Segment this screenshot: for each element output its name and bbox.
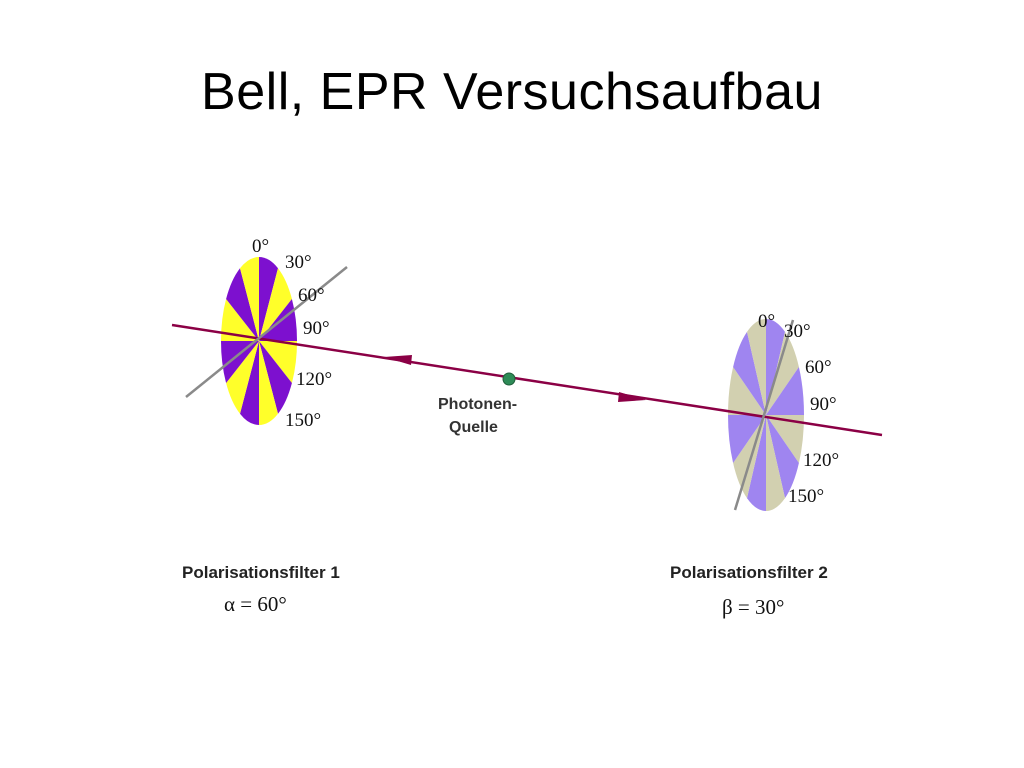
photon-source-label-line2: Quelle [449,419,498,436]
filter-2-sector [766,331,799,415]
filter-1-sector [221,299,259,341]
photon-source-dot [502,372,516,386]
filter-1-sector [226,341,259,414]
filter-1-sector [259,341,297,383]
filter-1-polarizer-axis [185,266,348,398]
filter-1-tick-60: 60° [298,285,325,306]
filter-2-tick-60: 60° [805,357,832,378]
filter-1-caption: Polarisationsfilter 1 [182,563,340,582]
polarization-filter-2-disc [728,319,804,511]
filter-1-tick-90: 90° [303,318,330,339]
filter-2-tick-150: 150° [788,486,824,507]
filter-1-tick-120: 120° [296,369,332,390]
filter-2-sector [733,331,766,415]
beam-arrow-left [384,355,412,365]
filter-2-sector [766,415,804,463]
photon-source-label-line1: Photonen- [438,396,517,413]
filter-2-tick-120: 120° [803,450,839,471]
filter-1-tick-30: 30° [285,252,312,273]
filter-2-sector [766,415,799,499]
filter-1-sector [259,257,278,341]
filter-1-angle: α = 60° [224,592,287,616]
filter-2-sector [747,319,766,415]
filter-1-sector [226,268,259,341]
filter-2-sector [728,367,766,415]
filter-1-sector [259,341,278,425]
filter-1-sector [240,257,259,341]
slide-title: Bell, EPR Versuchsaufbau [201,63,823,121]
filter-2-sector [747,415,766,511]
filter-1-tick-150: 150° [285,410,321,431]
filter-1-tick-0: 0° [252,236,269,257]
filter-2-angle: β = 30° [722,595,784,619]
filter-1-sector [259,268,292,341]
filter-2-sector [766,367,804,415]
filter-2-tick-0: 0° [758,311,775,332]
filter-2-polarizer-axis [733,319,795,511]
filter-2-sector [728,415,766,463]
beam-arrow-right [618,392,646,402]
filter-2-sector [766,415,785,511]
filter-2-tick-90: 90° [810,394,837,415]
filter-2-tick-30: 30° [784,321,811,342]
filter-1-sector [221,341,259,383]
polarization-filter-1-disc [221,257,297,425]
filter-2-caption: Polarisationsfilter 2 [670,563,828,582]
filter-1-sector [240,341,259,425]
filter-1-sector [259,341,292,414]
